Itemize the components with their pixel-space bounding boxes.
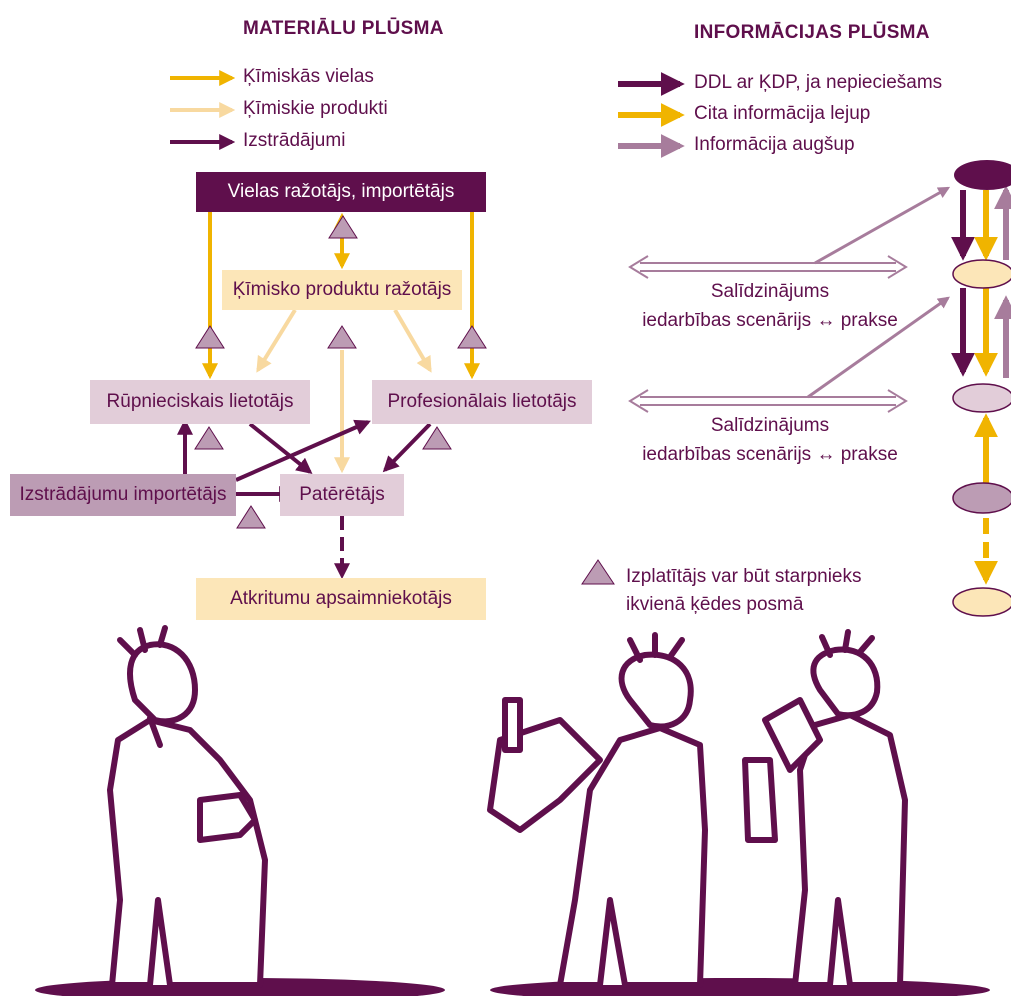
node-professional-user: Profesionālais lietotājs [372, 380, 592, 424]
cartoon-figure-middle [487, 632, 990, 996]
info-up-diagonal-1 [814, 186, 951, 265]
legend-label-articles: Izstrādājumi [243, 130, 346, 151]
distributor-legend-triangle [581, 559, 615, 585]
distributor-triangle [327, 325, 357, 349]
distributor-triangle [328, 215, 358, 239]
cartoon-figure-right [742, 629, 908, 988]
distributor-triangle [422, 426, 452, 450]
node-article-importer: Izstrādājumu importētājs [10, 474, 236, 516]
legend-label-sds: DDL ar ĶDP, ja nepieciešams [694, 72, 943, 93]
comparison-1-line1: Salīdzinājums [710, 281, 830, 302]
node-consumer: Patērētājs [280, 474, 404, 516]
chain-node-consumer [952, 482, 1011, 514]
comparison-arrow-2 [628, 389, 908, 413]
cartoon-figure-left [35, 625, 445, 996]
legend-label-info-down: Cita informācija lejup [694, 103, 871, 124]
chain-node-waste [952, 587, 1011, 617]
info-up-diagonal-2 [807, 296, 950, 399]
flow-importer-professional [235, 419, 371, 482]
chain-node-user [952, 383, 1011, 413]
comparison-1-line2: iedarbības scenārijs ↔ prakse [642, 310, 898, 331]
distributor-triangle [194, 426, 224, 450]
distributor-note-line2: ikvienā ķēdes posmā [626, 594, 804, 615]
distributor-triangle [236, 505, 266, 529]
flow-mixture-industrial [256, 308, 297, 373]
legend-label-mixtures: Ķīmiskie produkti [243, 98, 388, 119]
comparison-2-line1: Salīdzinājums [710, 415, 830, 436]
node-waste-manager: Atkritumu apsaimniekotājs [196, 578, 486, 620]
comparison-2-line2: iedarbības scenārijs ↔ prakse [642, 444, 898, 465]
node-industrial-user: Rūpnieciskais lietotājs [90, 380, 310, 424]
distributor-note-line1: Izplatītājs var būt starpnieks [626, 566, 862, 587]
comparison-arrow-1 [628, 255, 908, 279]
flow-mixture-professional [393, 308, 432, 373]
distributor-triangle [457, 325, 487, 349]
chain-node-producer [954, 160, 1011, 190]
material-flow-title: MATERIĀLU PLŪSMA [243, 18, 444, 39]
chain-node-mixture [952, 259, 1011, 289]
distributor-triangle [195, 325, 225, 349]
legend-label-info-up: Informācija augšup [694, 134, 855, 155]
node-substance-producer: Vielas ražotājs, importētājs [196, 172, 486, 212]
info-flow-title: INFORMĀCIJAS PLŪSMA [694, 22, 930, 43]
legend-label-substances: Ķīmiskās vielas [243, 66, 374, 87]
flow-industrial-consumer [248, 422, 313, 474]
node-mixture-producer: Ķīmisko produktu ražotājs [222, 270, 462, 310]
flow-professional-consumer [382, 422, 432, 473]
